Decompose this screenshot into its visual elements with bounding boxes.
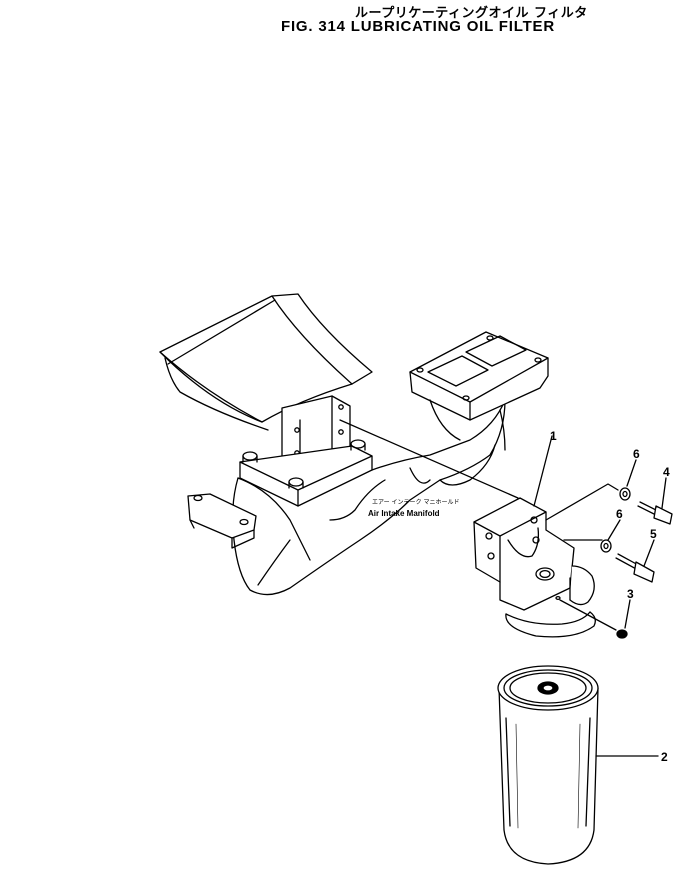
callout-5-leader: [643, 539, 655, 567]
callout-6-upper: 6: [633, 447, 640, 461]
callout-5: 5: [650, 527, 657, 541]
manifold-caption-japanese: エアー インテーク マニホールド: [372, 499, 459, 506]
filter-head-bracket: [473, 497, 596, 638]
callout-3: 3: [627, 587, 634, 601]
figure-title-japanese: ループリケーティングオイル フィルタ: [355, 6, 588, 21]
bolt-upper: [637, 501, 673, 525]
callout-2: 2: [661, 750, 668, 764]
plug: [616, 629, 628, 639]
callout-6b-leader: [607, 519, 621, 541]
leader-bolt-upper: [545, 483, 619, 521]
manifold-caption: Air Intake Manifold: [368, 509, 440, 518]
callout-4-leader: [661, 477, 667, 509]
washer-lower: [600, 539, 612, 553]
figure-title: FIG. 314 LUBRICATING OIL FILTER: [281, 18, 555, 35]
callout-6-lower: 6: [616, 507, 623, 521]
leader-plug: [559, 599, 617, 631]
washer-upper: [619, 487, 631, 501]
callout-1: 1: [550, 429, 557, 443]
bolt-lower: [615, 553, 655, 583]
callout-1-leader: [533, 435, 553, 507]
callout-4: 4: [663, 465, 670, 479]
air-intake-manifold: [159, 293, 549, 596]
oil-filter-cartridge: [497, 665, 599, 865]
leader-manifold-to-bracket: [339, 419, 519, 499]
callout-6a-leader: [626, 459, 637, 487]
callout-3-leader: [624, 599, 631, 629]
